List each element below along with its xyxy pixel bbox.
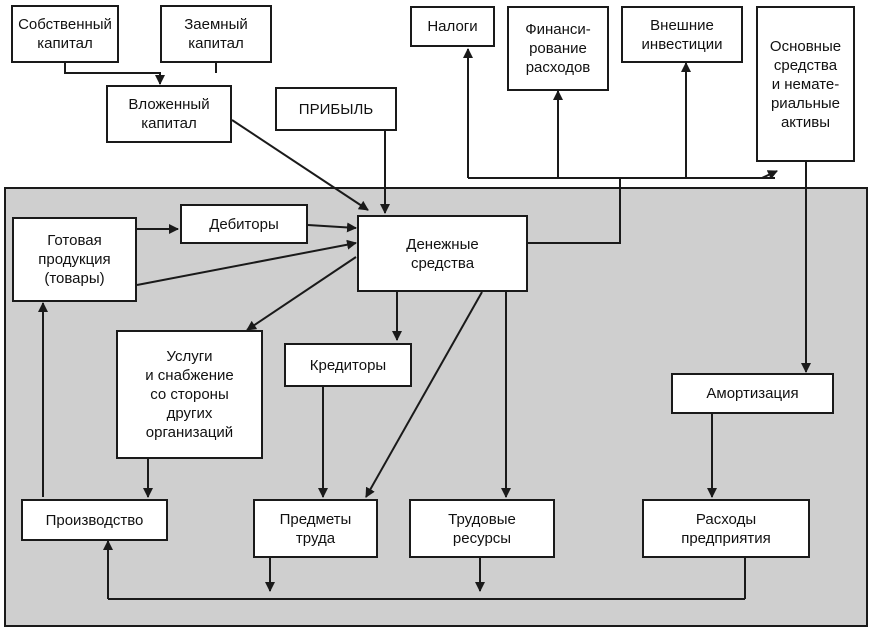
services-box: Услуги и снабжение со стороны других орг… [116, 330, 263, 459]
labor-resources-box: Трудовые ресурсы [409, 499, 555, 558]
depreciation-box: Амортизация [671, 373, 834, 414]
creditors-box: Кредиторы [284, 343, 412, 387]
borrowed-capital-box: Заемный капитал [160, 5, 272, 63]
edge-cash-to-top [528, 178, 621, 244]
invested-capital-box: Вложенный капитал [106, 85, 232, 143]
edge-cash-to-objects [365, 291, 483, 498]
edge-to-fixed-assets [761, 170, 778, 180]
edge-debtors-to-cash [307, 222, 357, 233]
objects-of-labor-box: Предметы труда [253, 499, 378, 558]
taxes-box: Налоги [410, 6, 495, 47]
enterprise-expenses-box: Расходы предприятия [642, 499, 810, 558]
fixed-assets-box: Основные средства и немате- риальные акт… [756, 6, 855, 162]
production-box: Производство [21, 499, 168, 541]
finished-goods-box: Готовая продукция (товары) [12, 217, 137, 302]
edge-invested-to-cash [231, 119, 369, 211]
external-investments-box: Внешние инвестиции [621, 6, 743, 63]
profit-box: ПРИБЫЛЬ [275, 87, 397, 131]
own-capital-box: Собственный капитал [11, 5, 119, 63]
debtors-box: Дебиторы [180, 204, 308, 244]
edge-goods-to-cash [136, 239, 357, 286]
edge-cash-to-services [246, 256, 357, 331]
expense-financing-box: Финанси- рование расходов [507, 6, 609, 91]
edge-own-to-invested [64, 63, 165, 85]
cash-box: Денежные средства [357, 215, 528, 292]
